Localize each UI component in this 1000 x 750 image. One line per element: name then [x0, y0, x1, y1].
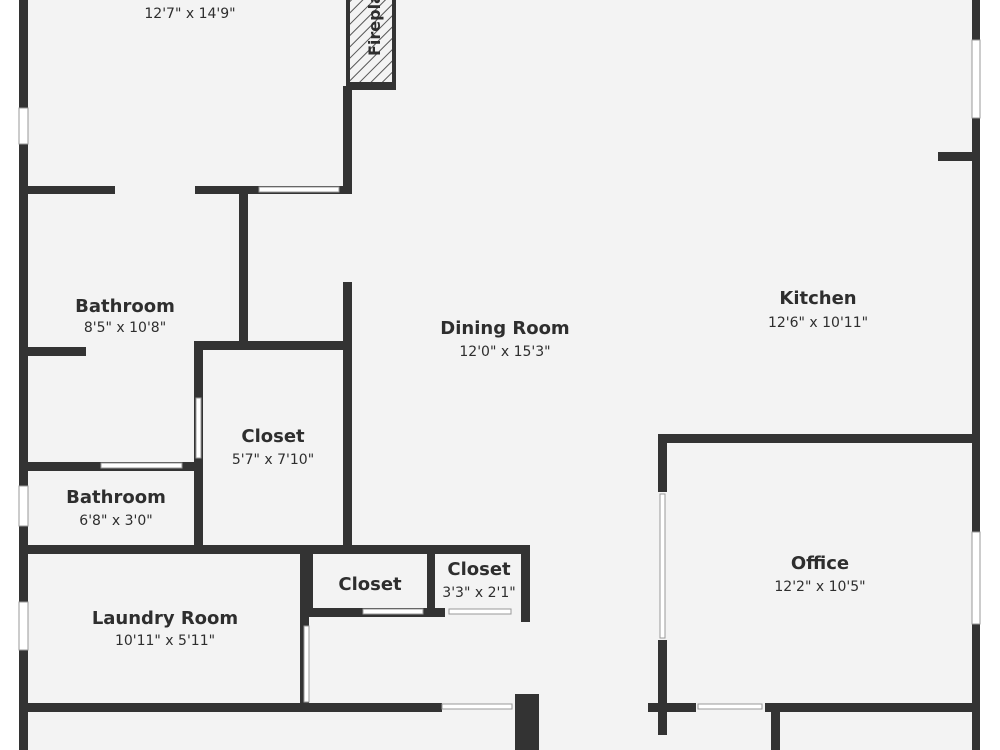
kitchen-label: Kitchen [779, 288, 856, 309]
closet-a-label: Closet [338, 574, 402, 595]
closet-b-dimensions: 3'3" x 2'1" [442, 585, 515, 601]
office-label: Office [791, 553, 849, 574]
closet-dimensions: 5'7" x 7'10" [232, 452, 314, 468]
laundry-room-label: Laundry Room [92, 608, 238, 629]
laundry-room-dimensions: 10'11" x 5'11" [115, 633, 215, 649]
fireplace: Firepla [346, 0, 396, 90]
small-bathroom-label: Bathroom [66, 487, 166, 508]
small-bathroom-dimensions: 6'8" x 3'0" [79, 513, 152, 529]
office-dimensions: 12'2" x 10'5" [774, 579, 865, 595]
room-labels: 12'7" x 14'9" Bathroom 8'5" x 10'8" Dini… [66, 6, 868, 649]
dining-room-label: Dining Room [440, 318, 569, 339]
closet-label: Closet [241, 426, 305, 447]
bathroom-label: Bathroom [75, 296, 175, 317]
closet-b-label: Closet [447, 559, 511, 580]
top-left-room-dimensions: 12'7" x 14'9" [144, 6, 235, 22]
kitchen-dimensions: 12'6" x 10'11" [768, 315, 868, 331]
floor-area [22, 0, 978, 750]
windows [18, 39, 981, 710]
fireplace-label: Firepla [365, 0, 384, 56]
dining-room-dimensions: 12'0" x 15'3" [459, 344, 550, 360]
bathroom-dimensions: 8'5" x 10'8" [84, 320, 166, 336]
